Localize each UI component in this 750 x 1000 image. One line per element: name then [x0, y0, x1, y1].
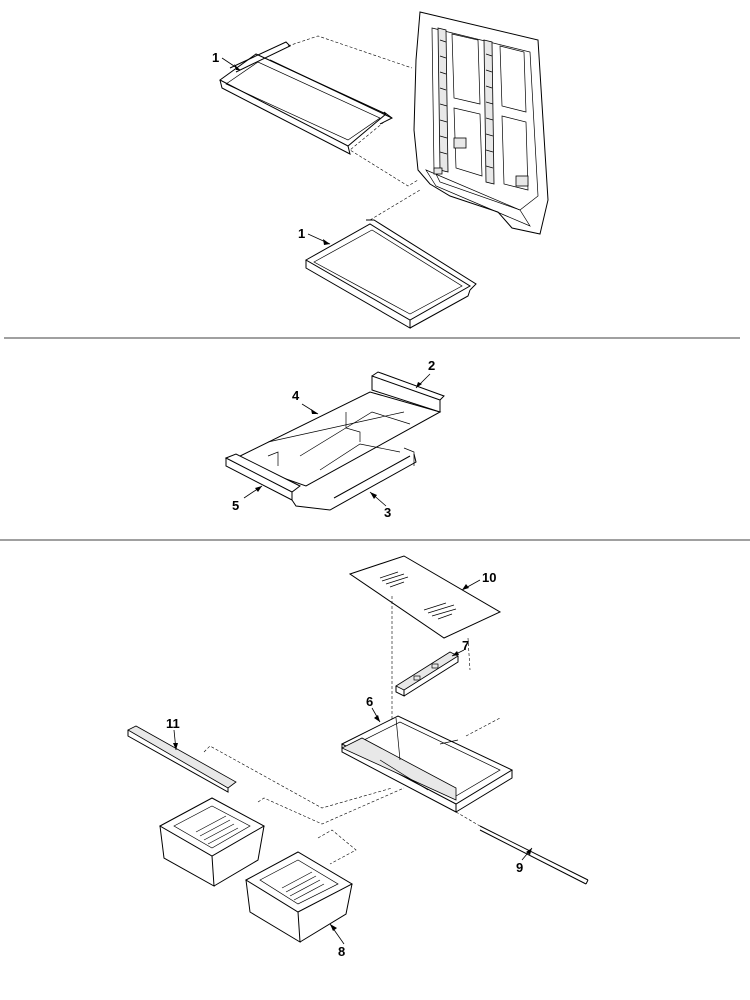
svg-text:11: 11 [166, 716, 180, 731]
callout-11: 11 [166, 716, 180, 751]
crisper-drawer-left [158, 797, 266, 887]
callout-1-lower: 1 [298, 226, 331, 245]
crisper-glass-cover [348, 555, 502, 639]
callout-1-upper: 1 [212, 50, 241, 71]
svg-text:1: 1 [212, 50, 219, 65]
callout-3: 3 [369, 491, 391, 520]
callout-7: 7 [451, 638, 469, 657]
svg-text:3: 3 [384, 505, 391, 520]
svg-text:8: 8 [338, 944, 345, 959]
callout-8: 8 [329, 923, 345, 959]
drawer-slide-rail [127, 725, 237, 793]
svg-text:7: 7 [462, 638, 469, 653]
svg-text:4: 4 [292, 388, 300, 403]
callout-2: 2 [415, 358, 435, 389]
callout-6: 6 [366, 694, 381, 723]
callout-9: 9 [516, 847, 533, 875]
svg-text:5: 5 [232, 498, 239, 513]
crisper-drawer-right [244, 851, 354, 943]
crisper-shelf-frame [340, 715, 514, 813]
svg-text:10: 10 [482, 570, 496, 585]
callout-4: 4 [292, 388, 319, 415]
glass-shelf-lower [304, 219, 477, 329]
svg-text:1: 1 [298, 226, 305, 241]
callout-10: 10 [461, 570, 496, 591]
svg-text:2: 2 [428, 358, 435, 373]
callout-5: 5 [232, 485, 263, 513]
cover-support-rail [395, 651, 459, 697]
svg-text:9: 9 [516, 860, 523, 875]
crisper-cover-frame [224, 371, 445, 511]
drawer-slide-rod [479, 825, 589, 885]
svg-text:6: 6 [366, 694, 373, 709]
refrigerator-liner [413, 11, 549, 235]
glass-shelf-upper [219, 41, 393, 155]
